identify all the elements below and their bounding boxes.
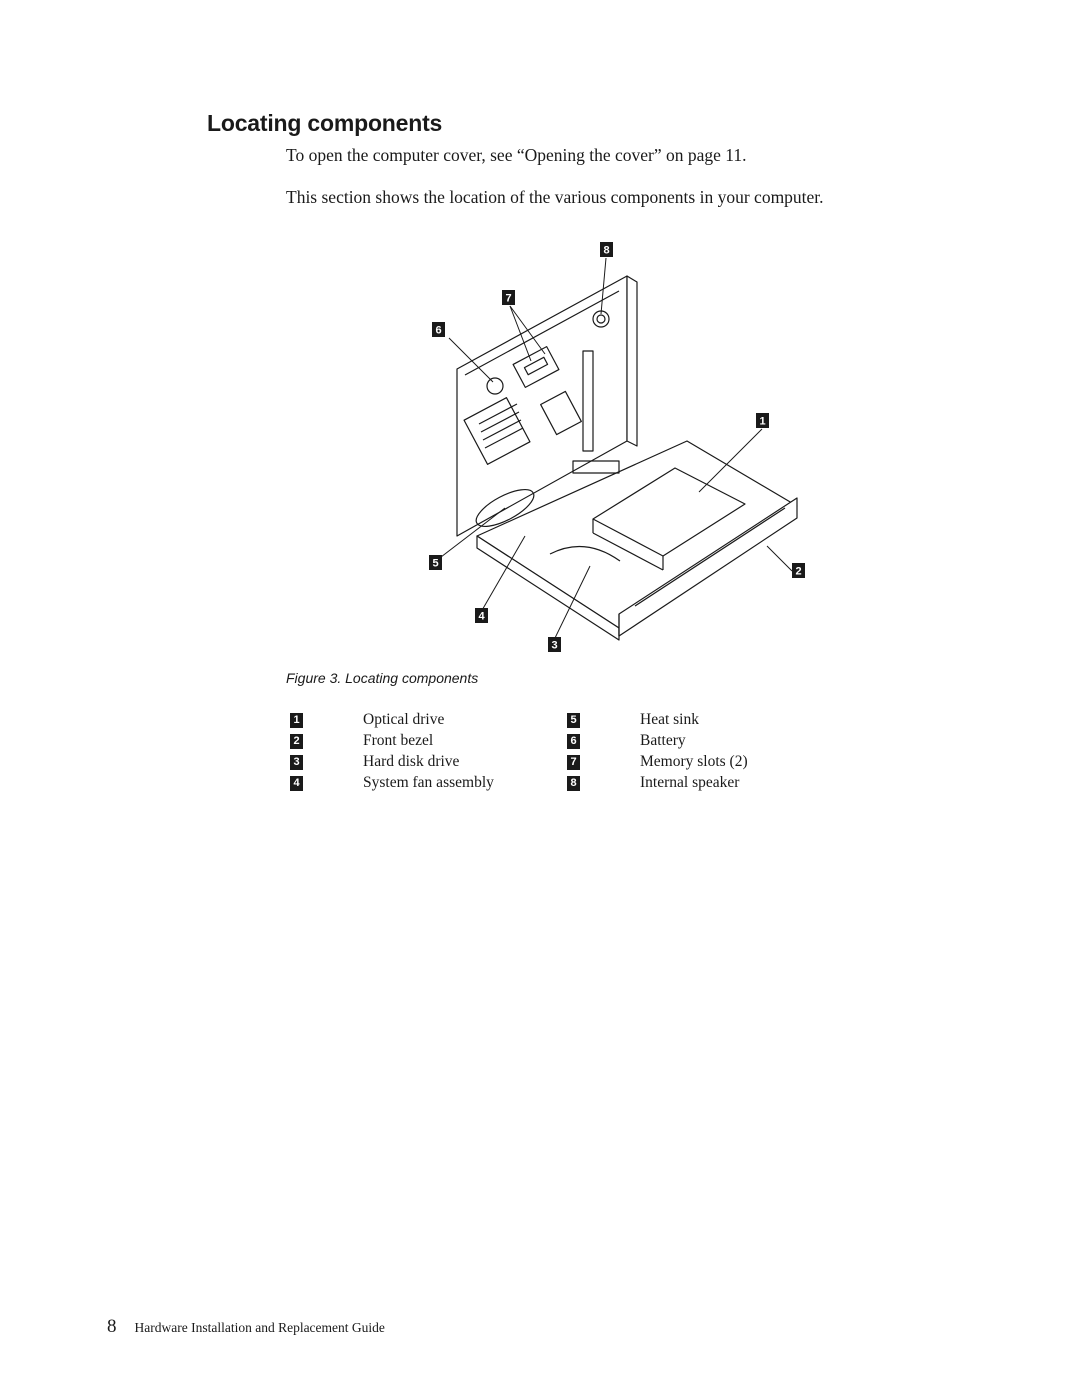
- svg-text:5: 5: [432, 558, 438, 570]
- page-footer: 8 Hardware Installation and Replacement …: [107, 1316, 385, 1338]
- callout-badge: 8: [567, 776, 580, 791]
- callout-badge: 7: [567, 755, 580, 770]
- svg-text:6: 6: [435, 325, 441, 337]
- legend-label: Front bezel: [363, 732, 434, 749]
- description-paragraph: This section shows the location of the v…: [286, 187, 824, 207]
- components-legend: 1 Optical drive 5 Heat sink 2 Front beze…: [290, 711, 810, 795]
- callout-badge: 2: [290, 734, 303, 749]
- legend-label: Heat sink: [640, 711, 699, 728]
- legend-label: Battery: [640, 732, 686, 749]
- svg-text:4: 4: [478, 611, 485, 623]
- legend-label: Internal speaker: [640, 774, 740, 791]
- legend-label: Memory slots (2): [640, 753, 748, 770]
- svg-text:1: 1: [759, 416, 765, 428]
- figure-caption: Figure 3. Locating components: [286, 670, 479, 686]
- callout-badge: 6: [567, 734, 580, 749]
- legend-row: 2 Front bezel 6 Battery: [290, 732, 810, 753]
- svg-text:2: 2: [795, 566, 801, 578]
- intro-paragraph: To open the computer cover, see “Opening…: [286, 145, 747, 165]
- svg-text:7: 7: [505, 293, 511, 305]
- legend-label: System fan assembly: [363, 774, 494, 791]
- callout-badge: 4: [290, 776, 303, 791]
- legend-label: Optical drive: [363, 711, 445, 728]
- callout-badge: 3: [290, 755, 303, 770]
- legend-row: 1 Optical drive 5 Heat sink: [290, 711, 810, 732]
- legend-row: 3 Hard disk drive 7 Memory slots (2): [290, 753, 810, 774]
- legend-row: 4 System fan assembly 8 Internal speaker: [290, 774, 810, 795]
- legend-label: Hard disk drive: [363, 753, 460, 770]
- computer-components-illustration: 8 7 6 1 5 2 4 3: [405, 236, 825, 656]
- page-number: 8: [107, 1316, 117, 1337]
- callout-badge: 1: [290, 713, 303, 728]
- callout-badge: 5: [567, 713, 580, 728]
- svg-text:8: 8: [603, 245, 609, 257]
- svg-text:3: 3: [551, 640, 557, 652]
- document-title: Hardware Installation and Replacement Gu…: [134, 1320, 385, 1335]
- section-heading: Locating components: [207, 110, 443, 136]
